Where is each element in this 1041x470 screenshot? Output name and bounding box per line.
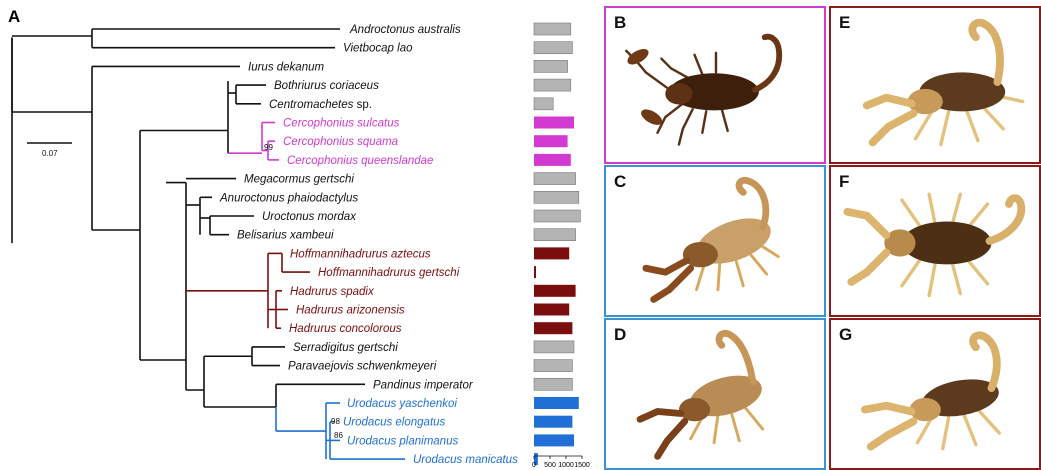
genome-size-bar (534, 210, 580, 222)
scorpion-hadrurus-topview-icon (831, 167, 1039, 315)
bootstrap-label: 99 (264, 143, 273, 152)
bootstrap-label: 86 (334, 431, 343, 440)
taxon-label: Cercophonius queenslandae (287, 155, 433, 167)
taxon-label: Cercophonius sulcatus (283, 118, 400, 130)
photo-panel-c: C (604, 165, 826, 317)
panel-label-a: A (8, 7, 20, 26)
genome-size-bar (534, 397, 579, 409)
genome-size-bar (534, 416, 572, 428)
taxon-label: Hadrurus spadix (290, 286, 375, 298)
taxon-label: Megacormus gertschi (244, 174, 354, 186)
panel-label: D (614, 325, 626, 345)
genome-size-bar (534, 23, 571, 35)
scorpion-yellow-icon (606, 167, 824, 315)
photo-panel-b: B (604, 6, 826, 164)
genome-size-bar (534, 117, 574, 129)
genome-size-bar (534, 79, 571, 91)
genome-size-bar (534, 378, 572, 390)
taxon-label: Cercophonius squama (283, 136, 398, 148)
scorpion-yellow-icon (606, 320, 824, 468)
taxon-label: Belisarius xambeui (237, 230, 334, 242)
genome-size-bar (534, 247, 569, 259)
taxon-label: Urodacus elongatus (343, 417, 446, 429)
panel-label: G (839, 325, 852, 345)
genome-size-bar (534, 98, 553, 110)
genome-size-bar (534, 229, 576, 241)
taxon-label: Bothriurus coriaceus (274, 80, 379, 92)
photo-panel-g: G (829, 318, 1041, 470)
genome-size-bar (534, 434, 574, 446)
taxon-label: Centromachetes sp. (269, 99, 372, 111)
axis-tick-label: 1500 (574, 462, 590, 469)
genome-size-bar (534, 266, 536, 278)
taxon-label: Androctonus australis (349, 24, 461, 36)
axis-tick-label: 1000 (558, 462, 574, 469)
scale-bar-label: 0.07 (42, 149, 58, 158)
taxon-label: Paravaejovis schwenkmeyeri (288, 361, 437, 373)
genome-size-bar (534, 191, 579, 203)
taxon-label: Vietbocap lao (343, 43, 413, 55)
scorpion-hadrurus-icon (831, 8, 1039, 162)
taxon-label: Iurus dekanum (248, 61, 324, 73)
axis-tick-label: 0 (532, 462, 536, 469)
scorpion-hadrurus-icon (831, 320, 1039, 468)
taxon-label: Urodacus planimanus (347, 435, 458, 447)
taxon-label: Serradigitus gertschi (293, 342, 398, 354)
taxon-label: Urodacus yaschenkoi (347, 398, 457, 410)
genome-size-bar (534, 154, 571, 166)
photo-panel-e: E (829, 6, 1041, 164)
axis-tick-label: 500 (544, 462, 556, 469)
taxon-label: Hoffmannihadrurus aztecus (290, 248, 431, 260)
panel-label: C (614, 172, 626, 192)
panel-label: B (614, 13, 626, 33)
genome-size-bar (534, 360, 572, 372)
panel-label: F (839, 172, 849, 192)
photo-panel-d: D (604, 318, 826, 470)
taxon-label: Hadrurus concolorous (289, 323, 402, 335)
scorpion-dark-topview-icon (606, 8, 824, 162)
genome-size-bar (534, 173, 576, 185)
genome-size-bar (534, 322, 572, 334)
tree-branches (12, 29, 405, 459)
panel-label: E (839, 13, 850, 33)
genome-size-bar (534, 285, 576, 297)
genome-size-bar (534, 135, 568, 147)
bootstrap-label: 98 (331, 417, 340, 426)
taxon-label: Hadrurus arizonensis (296, 305, 405, 317)
genome-size-bar (534, 341, 574, 353)
genome-size-bar (534, 304, 569, 316)
taxon-label: Hoffmannihadrurus gertschi (318, 267, 460, 279)
genome-size-bar (534, 60, 568, 72)
taxon-label: Pandinus imperator (373, 379, 474, 391)
taxon-label: Uroctonus mordax (262, 211, 357, 223)
taxon-label: Anuroctonus phaiodactylus (219, 192, 358, 204)
taxon-label: Urodacus manicatus (413, 454, 518, 466)
genome-size-bars (534, 23, 580, 465)
genome-size-bar (534, 42, 572, 54)
photo-panel-f: F (829, 165, 1041, 317)
